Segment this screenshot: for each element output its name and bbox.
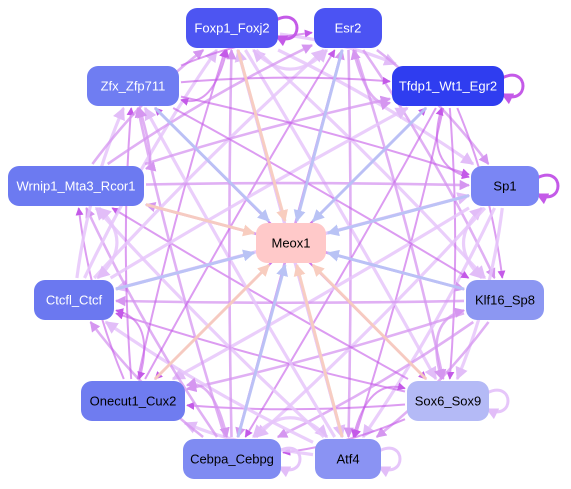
node-label: Onecut1_Cux2 xyxy=(90,393,177,408)
center-edge xyxy=(154,106,270,223)
node-label: Atf4 xyxy=(336,451,359,466)
node-sp1[interactable]: Sp1 xyxy=(471,166,539,206)
node-klf16[interactable]: Klf16_Sp8 xyxy=(466,280,544,320)
ring-edge xyxy=(252,416,329,439)
ring-edge xyxy=(96,206,119,280)
center-edge xyxy=(145,203,256,237)
ring-edge xyxy=(143,106,337,438)
node-box[interactable] xyxy=(186,8,278,48)
self-loop-edge xyxy=(274,15,299,47)
ring-edge xyxy=(434,307,466,380)
ring-edge xyxy=(244,107,437,438)
node-onecut1[interactable]: Onecut1_Cux2 xyxy=(81,381,185,421)
node-box[interactable] xyxy=(392,66,504,106)
node-box[interactable] xyxy=(407,381,489,421)
ring-edge xyxy=(144,95,392,166)
center-edge xyxy=(153,263,271,381)
ring-edge xyxy=(180,49,230,106)
node-meox1[interactable]: Meox1 xyxy=(256,223,326,263)
node-box[interactable] xyxy=(8,166,144,206)
ring-edge xyxy=(137,107,157,172)
node-cebpa[interactable]: Cebpa_Cebpg xyxy=(183,439,281,479)
ring-edge xyxy=(171,206,470,381)
ring-edge xyxy=(186,377,230,439)
center-edge xyxy=(311,263,428,381)
node-box[interactable] xyxy=(81,381,185,421)
node-foxp1[interactable]: Foxp1_Foxj2 xyxy=(186,8,278,48)
node-ctcfl[interactable]: Ctcfl_Ctcf xyxy=(34,280,114,320)
node-label: Klf16_Sp8 xyxy=(475,292,535,307)
node-box[interactable] xyxy=(34,280,114,320)
self-loop-edge xyxy=(500,73,525,105)
self-loop-edge xyxy=(277,446,302,478)
self-loop-edges xyxy=(274,15,560,478)
node-wrnip1[interactable]: Wrnip1_Mta3_Rcor1 xyxy=(8,166,144,206)
center-edge xyxy=(236,263,288,438)
center-node-label: Meox1 xyxy=(271,235,310,250)
center-edge xyxy=(326,194,470,237)
node-label: Esr2 xyxy=(335,20,362,35)
node-box[interactable] xyxy=(466,280,544,320)
node-tfdp1[interactable]: Tfdp1_Wt1_Egr2 xyxy=(392,66,504,106)
self-loop-edge xyxy=(485,388,510,420)
node-zfx[interactable]: Zfx_Zfp711 xyxy=(87,66,179,106)
node-label: Wrnip1_Mta3_Rcor1 xyxy=(17,178,136,193)
node-label: Tfdp1_Wt1_Egr2 xyxy=(399,78,497,93)
ring-edge xyxy=(244,49,438,381)
node-label: Sp1 xyxy=(493,178,516,193)
node-esr2[interactable]: Esr2 xyxy=(314,8,382,48)
node-box[interactable] xyxy=(471,166,539,206)
ring-edge xyxy=(186,401,406,411)
center-edge xyxy=(115,249,256,291)
ring-edge xyxy=(172,107,470,279)
center-edge xyxy=(326,249,465,291)
node-atf4[interactable]: Atf4 xyxy=(315,439,381,479)
node-label: Sox6_Sox9 xyxy=(415,393,482,408)
center-node-box[interactable] xyxy=(256,223,326,263)
ring-edge xyxy=(111,207,409,380)
ring-edge xyxy=(461,206,484,280)
ring-edge xyxy=(109,106,409,280)
node-box[interactable] xyxy=(315,439,381,479)
node-box[interactable] xyxy=(314,8,382,48)
ring-edge xyxy=(226,48,237,438)
center-edge xyxy=(311,106,428,223)
center-edge xyxy=(236,49,288,223)
node-label: Foxp1_Foxj2 xyxy=(194,20,269,35)
node-box[interactable] xyxy=(183,439,281,479)
node-label: Ctcfl_Ctcf xyxy=(46,292,103,307)
ring-edge xyxy=(180,95,470,177)
node-label: Zfx_Zfp711 xyxy=(101,78,166,93)
self-loop-edge xyxy=(377,446,402,478)
ring-edge xyxy=(351,382,406,438)
self-loop-edge xyxy=(535,173,560,205)
center-edges xyxy=(115,49,470,438)
ring-edge xyxy=(435,107,470,180)
node-label: Cebpa_Cebpg xyxy=(190,451,274,466)
node-box[interactable] xyxy=(87,66,179,106)
ring-edge xyxy=(343,49,354,439)
center-edge xyxy=(293,263,344,438)
node-sox6[interactable]: Sox6_Sox9 xyxy=(407,381,489,421)
ring-edge xyxy=(180,76,391,85)
ring-edge xyxy=(145,179,471,191)
ring-edge xyxy=(115,308,146,380)
ring-edge xyxy=(114,295,465,307)
center-edge xyxy=(293,49,344,223)
ring-edge xyxy=(144,49,336,380)
nodes: Foxp1_Foxj2 Esr2Tfdp1_Wt1_Egr2Sp1Klf16_Sp… xyxy=(8,8,544,479)
